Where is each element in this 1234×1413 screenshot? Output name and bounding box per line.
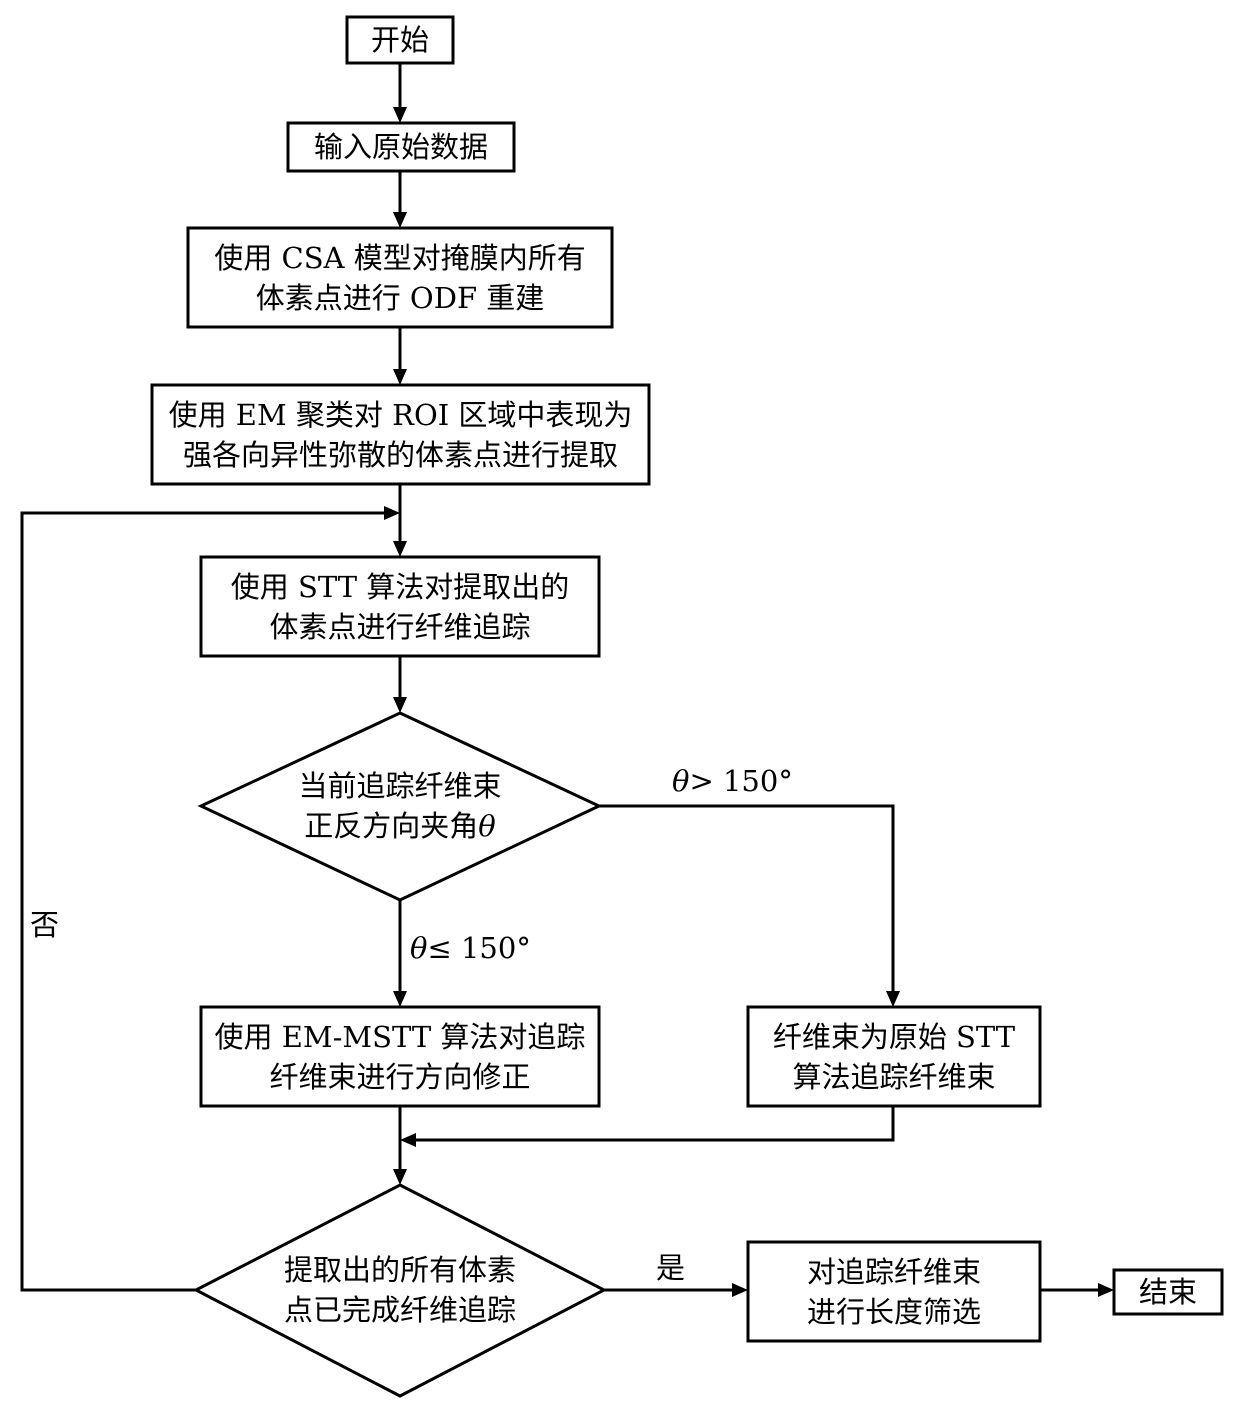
edge-label-yes: 是: [656, 1251, 686, 1285]
length-filter-text: 对追踪纤维束 进行长度筛选: [806, 1254, 981, 1329]
em-mstt-text: 使用 EM-MSTT 算法对追踪 纤维束进行方向修正: [214, 1019, 586, 1094]
csa-text: 使用 CSA 模型对掩膜内所有 体素点进行 ODF 重建: [214, 240, 586, 315]
theta-symbol: θ: [672, 764, 690, 798]
arrow-no-loop-back: [20, 511, 384, 1292]
arrowhead-input: [393, 107, 407, 123]
arrowhead-csa: [393, 212, 407, 228]
arrowhead-loop: [384, 506, 400, 520]
stt-text: 使用 STT 算法对提取出的 体素点进行纤维追踪: [230, 569, 570, 644]
arrowhead-original-stt: [886, 991, 900, 1007]
arrowhead-decision: [393, 697, 407, 713]
done-decision-diamond: [192, 1183, 608, 1398]
input-text: 输入原始数据: [313, 130, 488, 164]
theta-symbol: θ: [410, 931, 428, 965]
arrowhead-merge: [400, 1133, 416, 1147]
original-stt-text: 纤维束为原始 STT 算法追踪纤维束: [772, 1019, 1016, 1094]
done-decision-text: 提取出的所有体素 点已完成纤维追踪: [283, 1253, 516, 1327]
edge-label-no: 否: [30, 908, 60, 942]
arrowhead-em-mstt: [393, 991, 407, 1007]
start-text: 开始: [370, 23, 429, 57]
arrowhead-end: [1098, 1283, 1114, 1297]
arrowhead-stt: [393, 541, 407, 557]
arrowhead-done: [393, 1169, 407, 1185]
arrow-decision-to-original-stt: [599, 804, 895, 991]
theta-symbol: θ: [478, 809, 496, 843]
edge-label-less-equal: θ≤ 150°: [410, 931, 531, 965]
em-cluster-text: 使用 EM 聚类对 ROI 区域中表现为 强各向异性弥散的体素点进行提取: [168, 397, 633, 472]
arrowhead-length-filter: [732, 1283, 748, 1297]
end-text: 结束: [1138, 1275, 1197, 1309]
end-box: [1112, 1268, 1224, 1316]
arrowhead-em: [393, 369, 407, 385]
arrow-original-stt-merge: [416, 1106, 895, 1142]
angle-decision-text: 当前追踪纤维束 正反方向夹角θ: [298, 769, 502, 843]
edge-label-greater: θ> 150°: [672, 764, 793, 798]
